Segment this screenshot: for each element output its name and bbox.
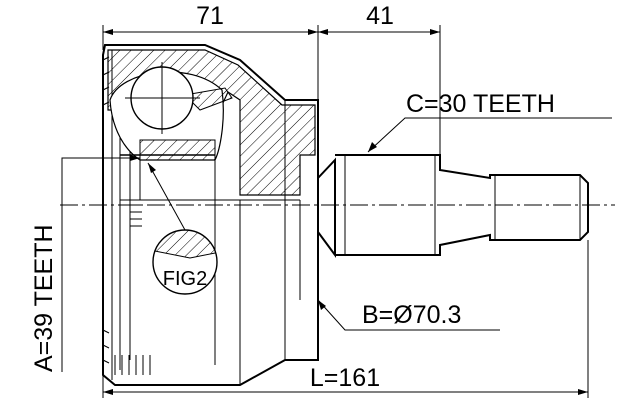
dim-161-label: L=161 (310, 364, 380, 392)
dim-41-label: 41 (366, 2, 394, 30)
callout-a-label: A=39 TEETH (30, 224, 58, 372)
callout-b-label: B=Ø70.3 (362, 301, 461, 329)
inner-bore (120, 154, 300, 201)
callout-c-label: C=30 TEETH (406, 90, 555, 118)
housing-section (107, 49, 316, 196)
dim-161: L=161 (102, 240, 589, 398)
callout-c: C=30 TEETH (367, 90, 612, 153)
dim-71-label: 71 (196, 2, 224, 30)
dim-71: 71 (102, 2, 319, 100)
dim-41: 41 (318, 2, 441, 155)
callout-b: B=Ø70.3 (317, 299, 500, 331)
callout-a: A=39 TEETH (30, 155, 140, 372)
fig2-detail: FIG2 (147, 162, 218, 295)
fig2-label: FIG2 (163, 268, 207, 290)
